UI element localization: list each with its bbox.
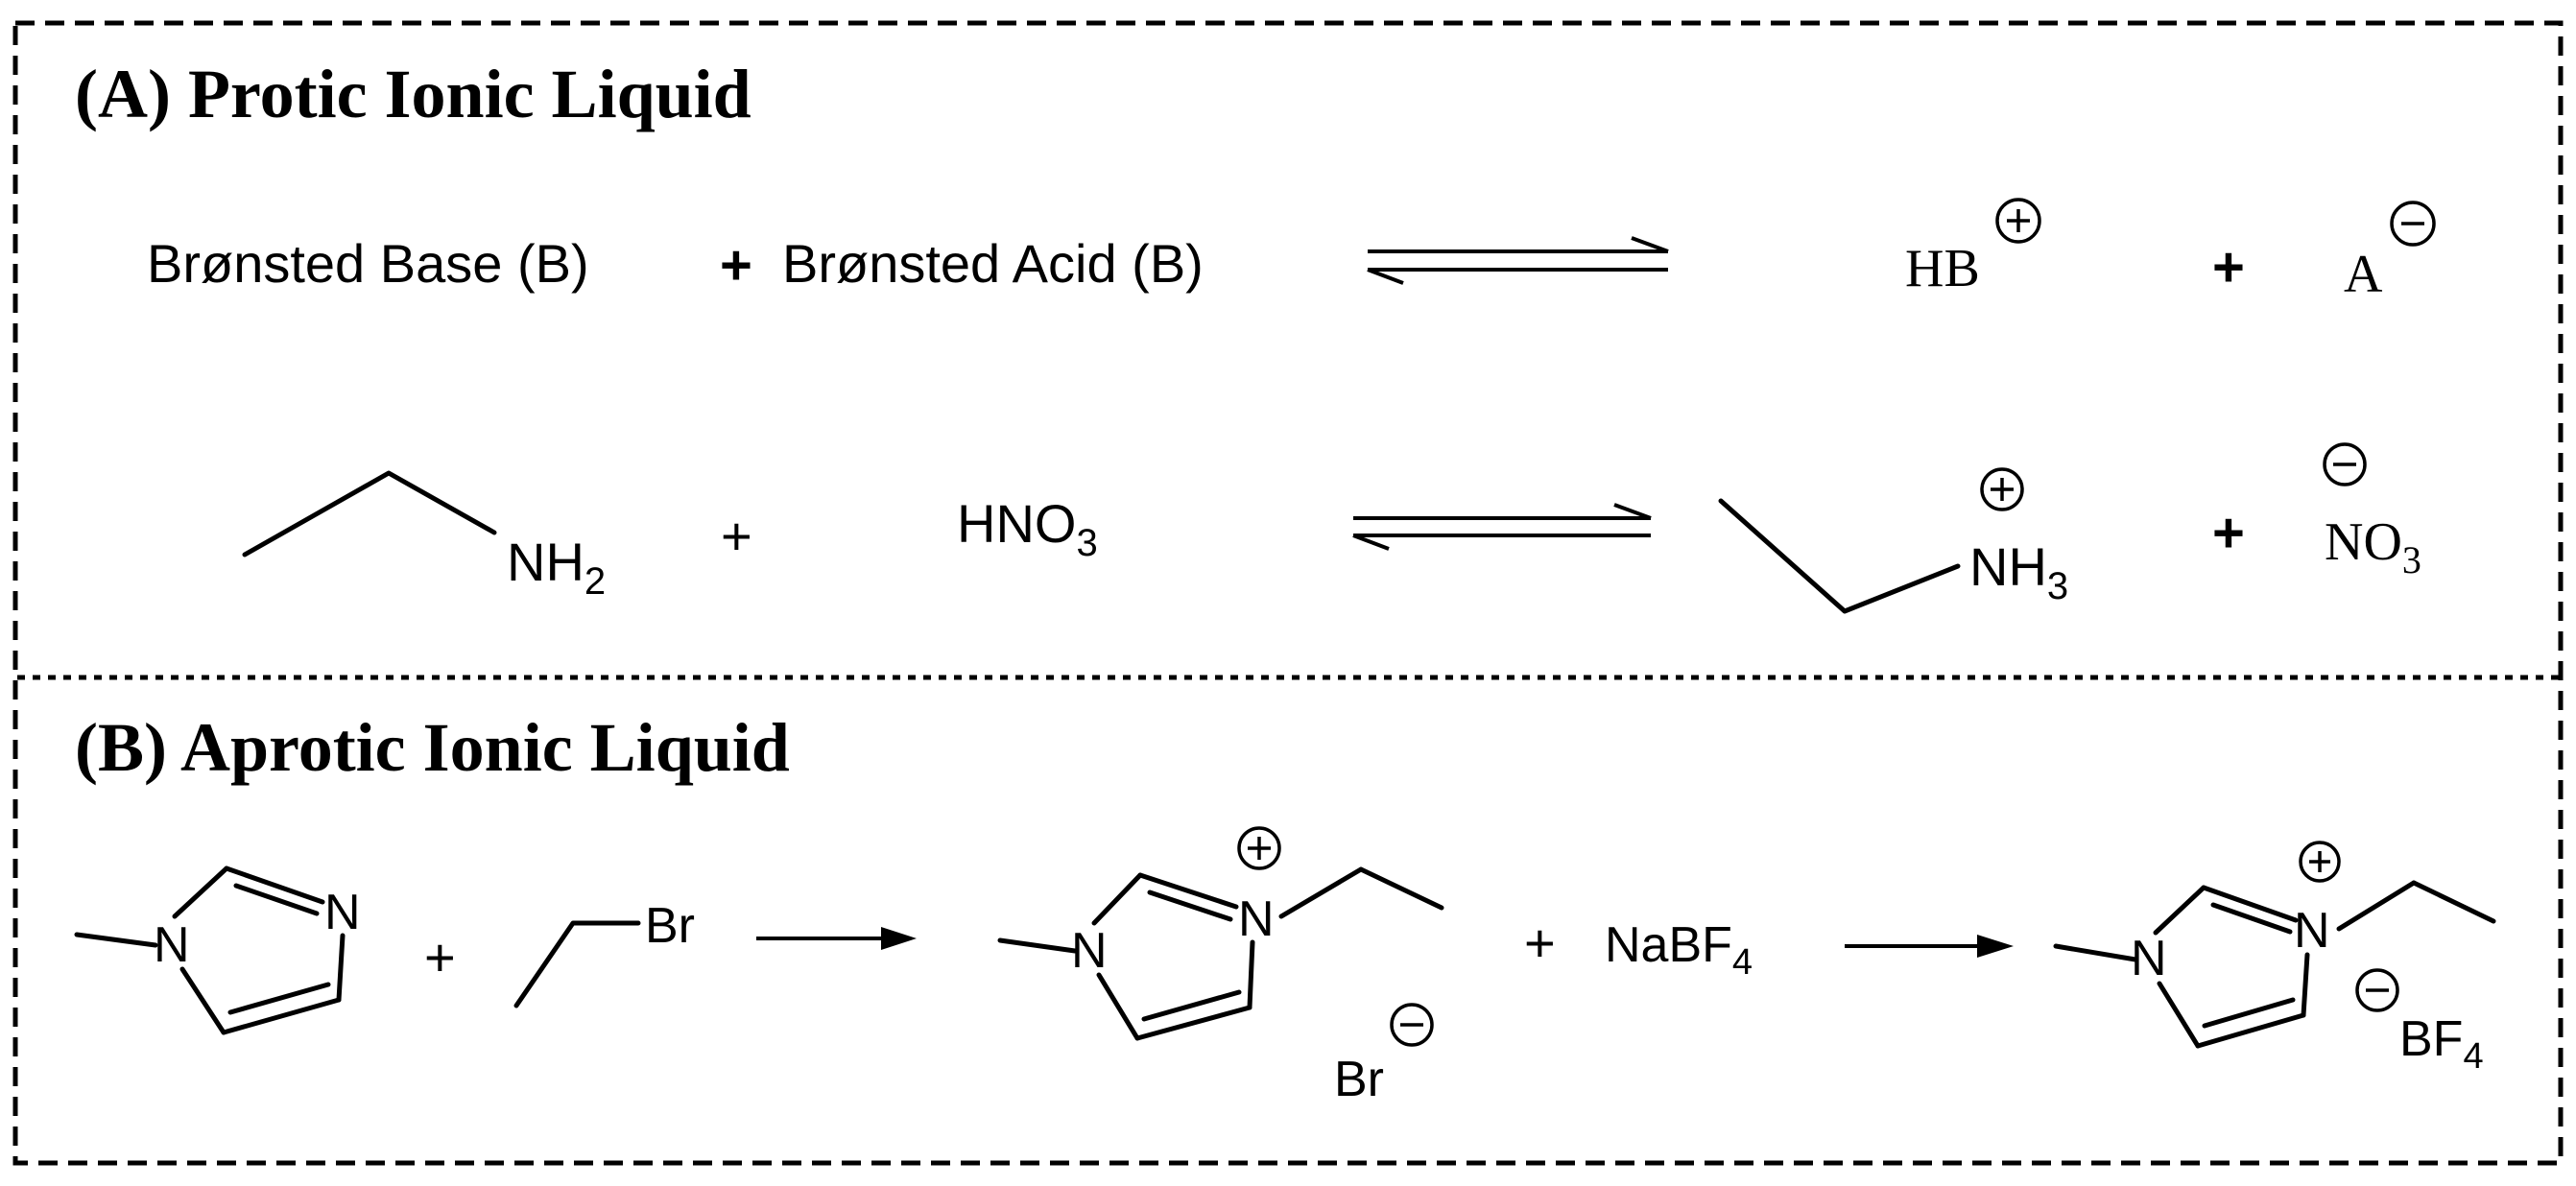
emim-tetrafluoroborate-structure: N N BF4 bbox=[2053, 841, 2496, 1077]
emim-n3-label: N bbox=[1238, 891, 1275, 947]
negative-charge-icon bbox=[2390, 201, 2436, 247]
ethylamine-structure: NH2 bbox=[242, 470, 606, 603]
negative-charge-icon bbox=[2323, 442, 2367, 486]
nitrate-anion: NO3 bbox=[2323, 442, 2421, 581]
reaction-arrow-b1 bbox=[756, 927, 917, 950]
n1-atom-label: N bbox=[154, 917, 190, 973]
bronsted-base-label: Brønsted Base (B) bbox=[147, 233, 589, 294]
positive-charge-icon bbox=[2299, 841, 2341, 883]
reaction-arrow-b2 bbox=[1845, 935, 2014, 958]
panel-a-title: (A) Protic Ionic Liquid bbox=[75, 56, 751, 132]
plus-sign-b1: + bbox=[424, 927, 456, 987]
n3-atom-label: N bbox=[324, 885, 361, 940]
negative-charge-icon bbox=[1390, 1003, 1434, 1047]
ethylammonium-nh3-label: NH3 bbox=[1969, 536, 2068, 607]
plus-sign-a3: + bbox=[721, 506, 752, 566]
plus-sign-a4: + bbox=[2212, 502, 2245, 564]
nitric-acid-label: HNO3 bbox=[957, 493, 1098, 564]
nitrate-label: NO3 bbox=[2325, 512, 2421, 581]
emim-bromide-structure: N N Br bbox=[997, 826, 1444, 1107]
plus-sign-a1: + bbox=[720, 234, 752, 296]
panel-b-title: (B) Aprotic Ionic Liquid bbox=[75, 709, 790, 786]
bf4-salt-n1-label: N bbox=[2131, 931, 2167, 986]
tetrafluoroborate-label: BF4 bbox=[2399, 1011, 2484, 1077]
methylimidazole-structure: N N bbox=[74, 866, 361, 1035]
plus-sign-a2: + bbox=[2212, 236, 2245, 298]
ethylamine-nh2-label: NH2 bbox=[507, 532, 606, 603]
outer-dashed-frame bbox=[12, 20, 2564, 1166]
bromoethane-structure: Br bbox=[513, 898, 695, 1008]
sodium-tetrafluoroborate-label: NaBF4 bbox=[1605, 917, 1753, 983]
bromoethane-br-label: Br bbox=[645, 898, 695, 954]
positive-charge-icon bbox=[1237, 826, 1281, 870]
equilibrium-arrow-a1 bbox=[1367, 236, 1669, 285]
emim-n1-label: N bbox=[1071, 923, 1108, 979]
plus-sign-b2: + bbox=[1524, 913, 1556, 973]
ethylammonium-structure: NH3 bbox=[1718, 467, 2068, 614]
bronsted-acid-label: Brønsted Acid (B) bbox=[782, 233, 1204, 294]
positive-charge-icon bbox=[1980, 467, 2024, 511]
bf4-salt-n3-label: N bbox=[2294, 903, 2330, 959]
bromide-label: Br bbox=[1334, 1052, 1384, 1107]
equilibrium-arrow-a2 bbox=[1352, 503, 1652, 551]
protonated-base-label: HB bbox=[1905, 239, 1980, 298]
negative-charge-icon bbox=[2355, 968, 2399, 1012]
positive-charge-icon bbox=[1995, 198, 2041, 244]
anion-label: A bbox=[2344, 245, 2383, 304]
